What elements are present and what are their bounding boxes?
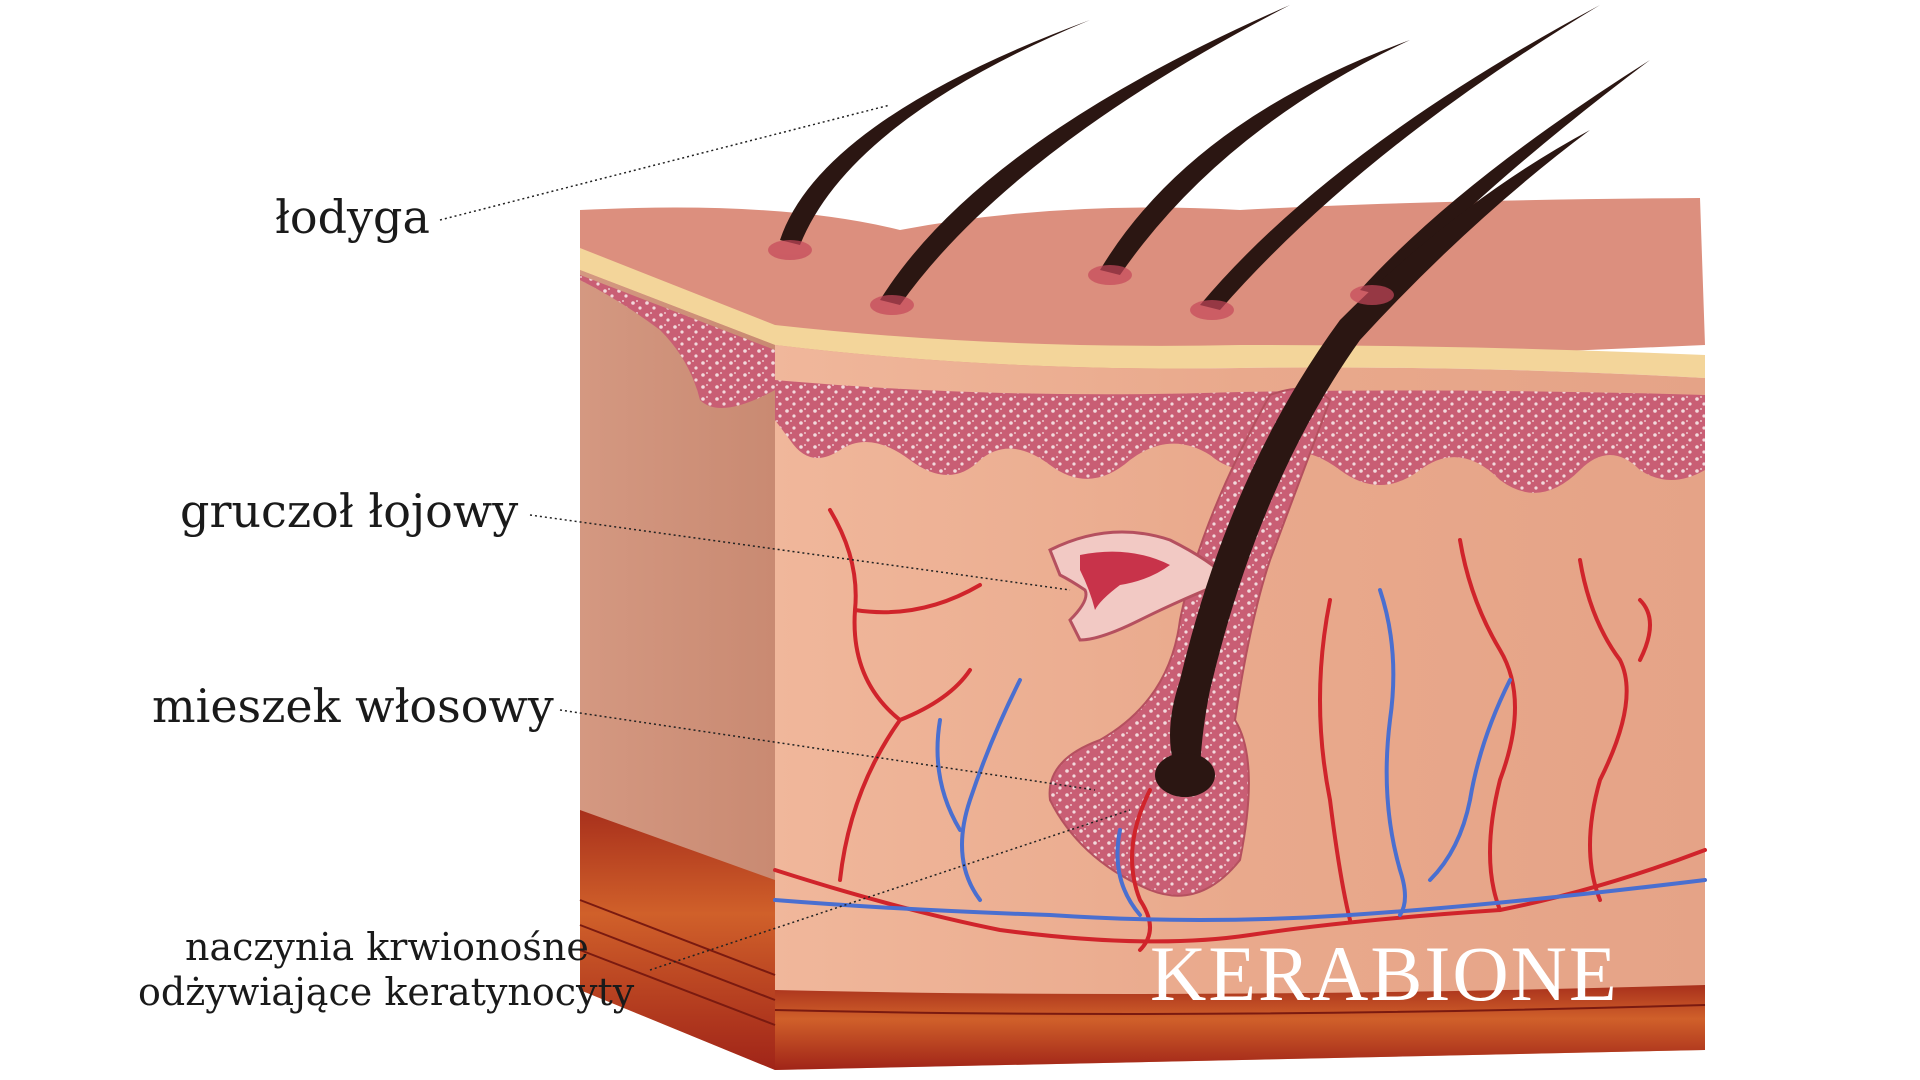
label-hair-follicle: mieszek włosowy bbox=[152, 679, 554, 733]
dermis-front-band bbox=[775, 380, 1705, 493]
leader-follicle bbox=[559, 709, 1096, 791]
hair-4 bbox=[1200, 5, 1600, 310]
fat-stripe-left-3 bbox=[579, 949, 776, 1026]
pores bbox=[768, 240, 1394, 320]
brand-logo: KERABIONE bbox=[1150, 930, 1619, 1017]
arteries bbox=[773, 508, 1707, 952]
vein-main bbox=[773, 878, 1707, 922]
veins bbox=[773, 588, 1707, 922]
vein-4 bbox=[1428, 678, 1512, 882]
dermis-left-band bbox=[580, 275, 775, 408]
label-sebaceous-gland: gruczoł łojowy bbox=[180, 484, 518, 538]
leader-lines bbox=[439, 104, 1131, 971]
sebaceous-gland-core bbox=[1080, 551, 1170, 610]
vein-5 bbox=[1115, 828, 1142, 917]
hair-1 bbox=[780, 20, 1090, 245]
fat-stripe-left-1 bbox=[579, 899, 776, 976]
skin-front-face bbox=[775, 345, 1705, 1070]
stratum-stripe-left bbox=[580, 248, 775, 345]
fat-left-layer bbox=[580, 810, 775, 1070]
fat-stripe bbox=[774, 1004, 1706, 1015]
artery-8 bbox=[1130, 788, 1152, 952]
vein-2 bbox=[935, 718, 962, 832]
pore-1 bbox=[768, 240, 812, 260]
hair-3 bbox=[1100, 40, 1410, 275]
fat-stripe-left-2 bbox=[579, 924, 776, 1001]
vein-3 bbox=[1378, 588, 1407, 917]
pore-4 bbox=[1190, 300, 1234, 320]
hair-2 bbox=[880, 5, 1290, 305]
artery-7 bbox=[1638, 598, 1652, 662]
artery-5 bbox=[1458, 538, 1517, 912]
label-hair-shaft: łodyga bbox=[275, 190, 430, 244]
leader-vessels bbox=[649, 809, 1131, 971]
artery-3 bbox=[898, 668, 972, 722]
label-blood-vessels-2: odżywiające keratynocyty bbox=[138, 970, 635, 1014]
pore-3 bbox=[1088, 265, 1132, 285]
label-blood-vessels-1: naczynia krwionośne bbox=[185, 925, 589, 969]
artery-2 bbox=[853, 583, 982, 615]
fat-front-layer bbox=[775, 985, 1705, 1070]
stratum-stripe-right bbox=[775, 325, 1705, 378]
hairs bbox=[780, 5, 1650, 797]
artery-4 bbox=[1318, 598, 1352, 922]
hair-bulb bbox=[1155, 753, 1215, 797]
artery-1 bbox=[828, 508, 903, 882]
pore-5 bbox=[1350, 285, 1394, 305]
vein-1 bbox=[960, 678, 1022, 902]
pore-2 bbox=[870, 295, 914, 315]
leader-sebaceous bbox=[529, 514, 1071, 591]
artery-6 bbox=[1578, 558, 1629, 902]
